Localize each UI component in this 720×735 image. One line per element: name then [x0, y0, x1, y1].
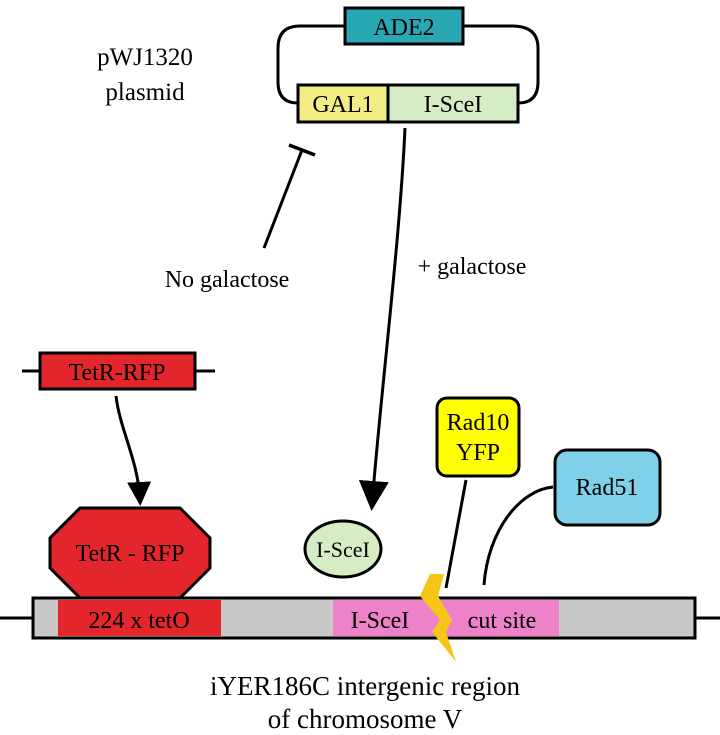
- plasmid-backbone-right: [463, 24, 540, 105]
- rad10-recruitment-line: [444, 479, 468, 589]
- chromosome-caption-line1: iYER186C intergenic region: [210, 671, 520, 701]
- plasmid-label: plasmid: [105, 79, 185, 106]
- tetr-rfp-protein-label: TetR - RFP: [75, 541, 184, 567]
- induction-arrow: [358, 127, 407, 511]
- tetr-gene: TetR-RFP: [22, 351, 215, 391]
- ade2-marker: [343, 6, 465, 46]
- gal1-label: GAL1: [312, 92, 373, 118]
- tetr-expression-arrow: [114, 395, 152, 506]
- lightning-bolt-icon: [420, 574, 456, 662]
- cut-site-label: cut site: [468, 608, 537, 634]
- teto-array-label: 224 x tetO: [88, 608, 189, 634]
- teto-array: [58, 600, 221, 636]
- chromosome: 224 x tetO I-SceI cut site: [0, 596, 720, 640]
- plasmid: pWJ1320 plasmid ADE2 GAL1 I-SceI: [97, 6, 540, 124]
- repression-line: [262, 149, 304, 249]
- isce1-protein-label: I-SceI: [316, 537, 370, 562]
- plasmid-name: pWJ1320: [97, 44, 193, 71]
- isce1-protein: [303, 519, 383, 579]
- plasmid-backbone-left: [276, 24, 345, 105]
- repression-arrow: [262, 143, 316, 249]
- tetr-gene-box: [38, 351, 197, 391]
- isce1-gene-label: I-SceI: [424, 92, 483, 118]
- no-galactose-label: No galactose: [165, 267, 290, 293]
- rad10-label: Rad10: [447, 410, 510, 436]
- rad51-protein: [553, 448, 662, 527]
- isce1-gene: [386, 83, 520, 124]
- chromosome-caption-line2: of chromosome V: [268, 704, 463, 734]
- rad51-label: Rad51: [576, 475, 639, 501]
- rad10-yfp-protein: [435, 396, 521, 478]
- plus-galactose-label: + galactose: [418, 254, 527, 280]
- isce1-site-label: I-SceI: [351, 608, 410, 634]
- tetr-gene-label: TetR-RFP: [68, 360, 165, 386]
- ade2-label: ADE2: [373, 15, 434, 41]
- repression-bar: [288, 143, 316, 157]
- yfp-label: YFP: [456, 440, 500, 466]
- rad51-recruitment-line: [482, 485, 554, 586]
